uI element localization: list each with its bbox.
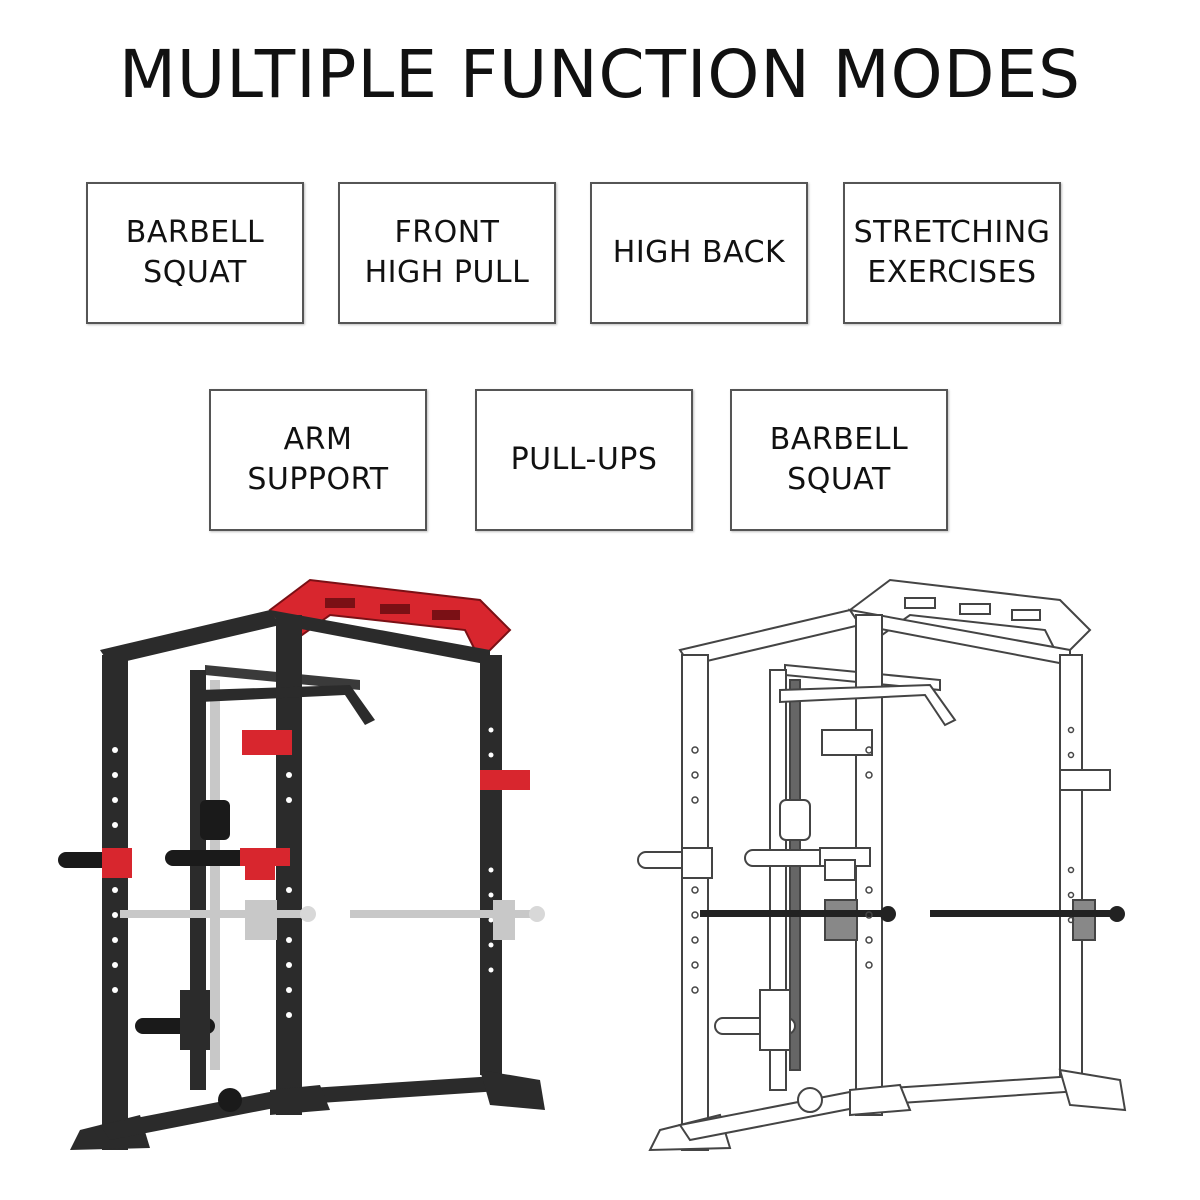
- power-rack-sketch: [637, 578, 1127, 1152]
- mode-label: BARBELL SQUAT: [769, 422, 909, 497]
- mode-label: STRETCHING EXERCISES: [853, 215, 1051, 290]
- page-title: MULTIPLE FUNCTION MODES: [118, 36, 1082, 113]
- mode-box-pull-ups: PULL-UPS: [475, 389, 693, 531]
- mode-box-barbell-squat-2: BARBELL SQUAT: [730, 389, 948, 531]
- mode-box-front-high-pull: FRONT HIGH PULL: [338, 182, 556, 324]
- mode-label: HIGH BACK: [612, 235, 786, 270]
- mode-label: BARBELL SQUAT: [125, 215, 265, 290]
- mode-label: ARM SUPPORT: [247, 422, 389, 497]
- mode-box-high-back: HIGH BACK: [590, 182, 808, 324]
- power-rack-photo: [58, 578, 545, 1150]
- mode-box-stretching-exercises: STRETCHING EXERCISES: [843, 182, 1061, 324]
- mode-label: FRONT HIGH PULL: [364, 215, 530, 290]
- mode-box-barbell-squat: BARBELL SQUAT: [86, 182, 304, 324]
- mode-label: PULL-UPS: [510, 442, 658, 477]
- mode-box-arm-support: ARM SUPPORT: [209, 389, 427, 531]
